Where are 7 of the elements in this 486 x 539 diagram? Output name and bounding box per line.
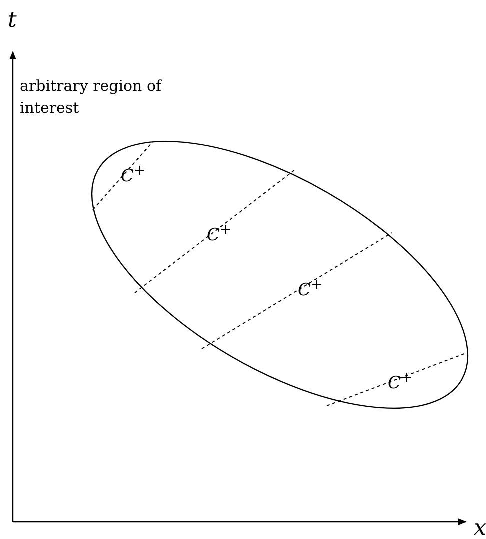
axis-label: x [474, 516, 486, 539]
region-note: arbitrary region of interest [20, 76, 164, 119]
region-label: C$^{+}$ [121, 163, 146, 187]
region-label: C$^{+}$ [298, 277, 323, 301]
axis-label: t [8, 8, 17, 33]
region-label: C$^{+}$ [207, 222, 232, 246]
region-label: C$^{+}$ [388, 370, 413, 394]
